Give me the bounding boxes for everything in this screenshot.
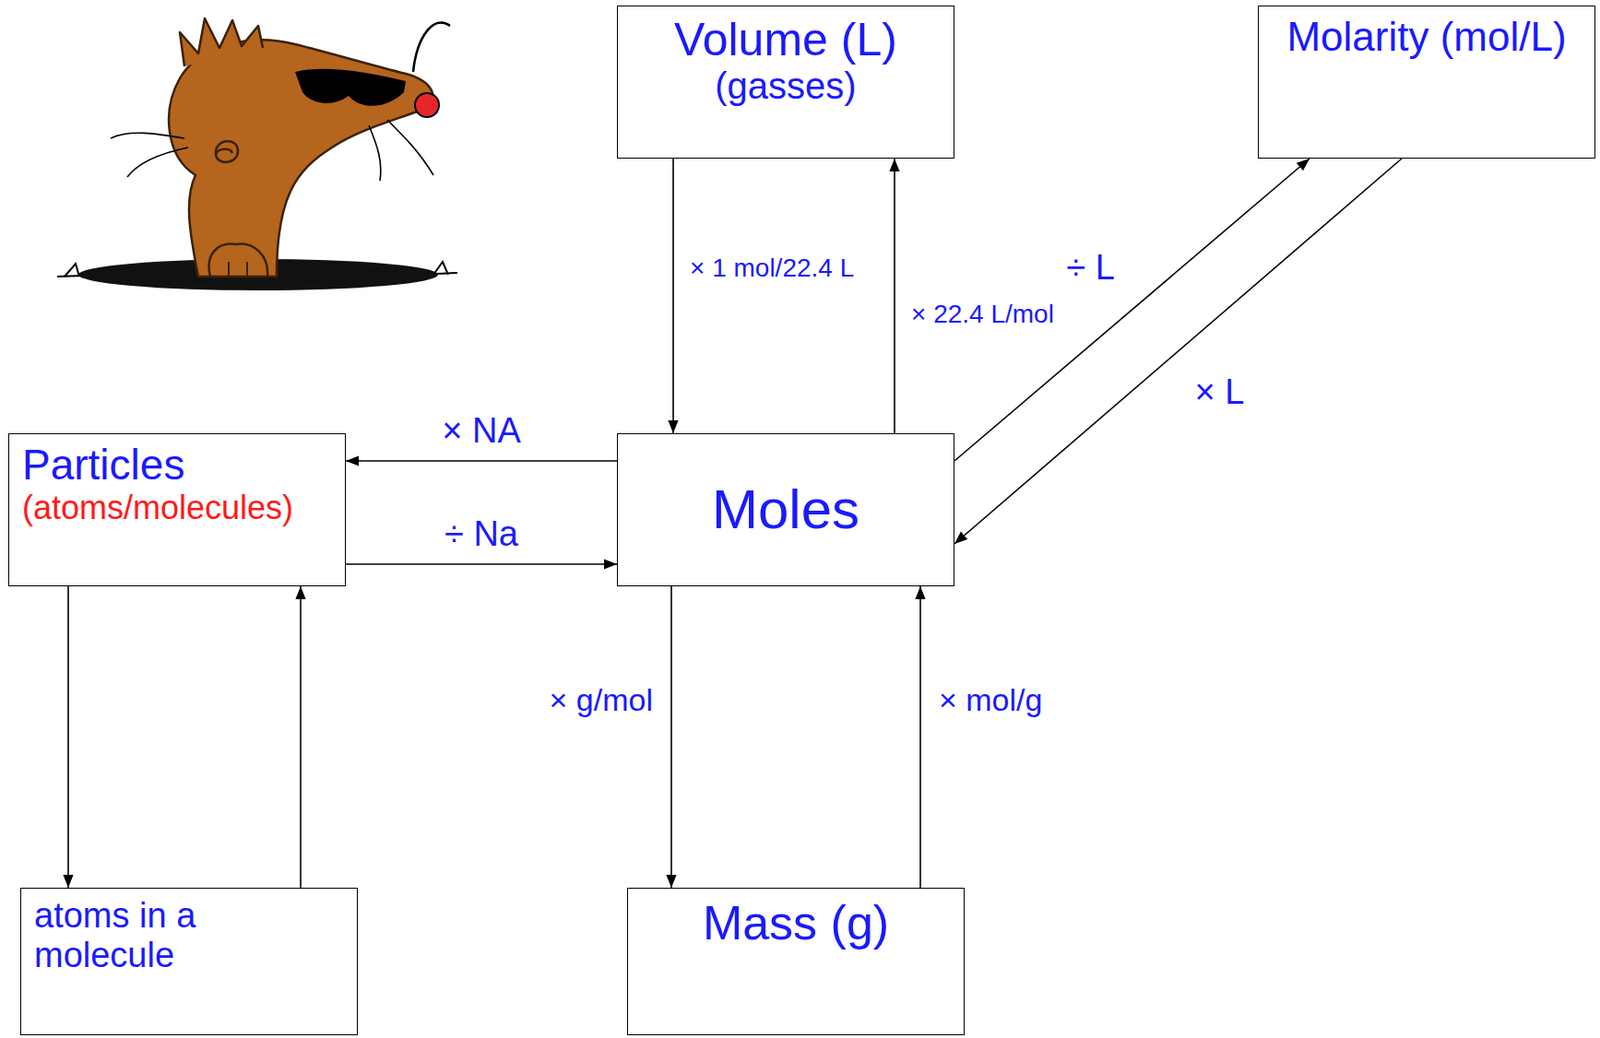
conversion-arrow — [345, 563, 617, 566]
conversion-factor: × mol/g — [935, 683, 1046, 718]
concept-box: Molarity (mol/L) — [1257, 5, 1596, 159]
box-title: Mass (g) — [702, 896, 889, 950]
box-title: Molarity (mol/L) — [1286, 13, 1566, 60]
mole-whiskers — [110, 119, 434, 181]
conversion-arrow — [345, 460, 617, 463]
conversion-factor: × g/mol — [545, 683, 657, 718]
mole-ear — [215, 141, 238, 163]
conversion-arrow — [670, 586, 673, 889]
box-title: Moles — [711, 478, 860, 541]
mole-body — [168, 39, 433, 277]
conversion-factor: × 1 mol/22.4 L — [686, 254, 858, 284]
conversion-arrow — [672, 158, 675, 434]
concept-box: atoms in a molecule — [20, 888, 358, 1036]
concept-box: Particles(atoms/molecules) — [8, 433, 346, 587]
mole-paw — [209, 244, 269, 277]
conversion-factor: × L — [1191, 373, 1249, 413]
conversion-arrow — [299, 586, 302, 889]
box-title: Volume (L) — [674, 13, 898, 66]
concept-box: Mass (g) — [627, 888, 965, 1036]
box-title: Particles — [22, 441, 185, 490]
conversion-arrow — [67, 586, 70, 889]
conversion-factor: × 22.4 L/mol — [907, 300, 1058, 330]
mole-nose — [414, 93, 439, 118]
conversion-arrow — [893, 158, 896, 434]
box-title: atoms in a molecule — [34, 896, 344, 975]
conversion-arrow — [954, 158, 1402, 545]
box-subtitle: (atoms/molecules) — [22, 489, 294, 527]
mole-paw-fingers — [228, 261, 248, 277]
box-subtitle: (gasses) — [714, 65, 856, 107]
conversion-arrow — [919, 586, 922, 889]
mole-antenna — [413, 23, 451, 72]
mole-sunglasses — [295, 69, 406, 107]
concept-box: Moles — [616, 433, 955, 587]
conversion-factor: ÷ Na — [440, 515, 522, 555]
mole-hair — [179, 18, 263, 67]
conversion-factor: × NA — [438, 412, 525, 451]
conversion-factor: ÷ L — [1062, 248, 1119, 288]
mole-cartoon — [57, 18, 458, 291]
concept-box: Volume (L)(gasses) — [616, 5, 955, 159]
